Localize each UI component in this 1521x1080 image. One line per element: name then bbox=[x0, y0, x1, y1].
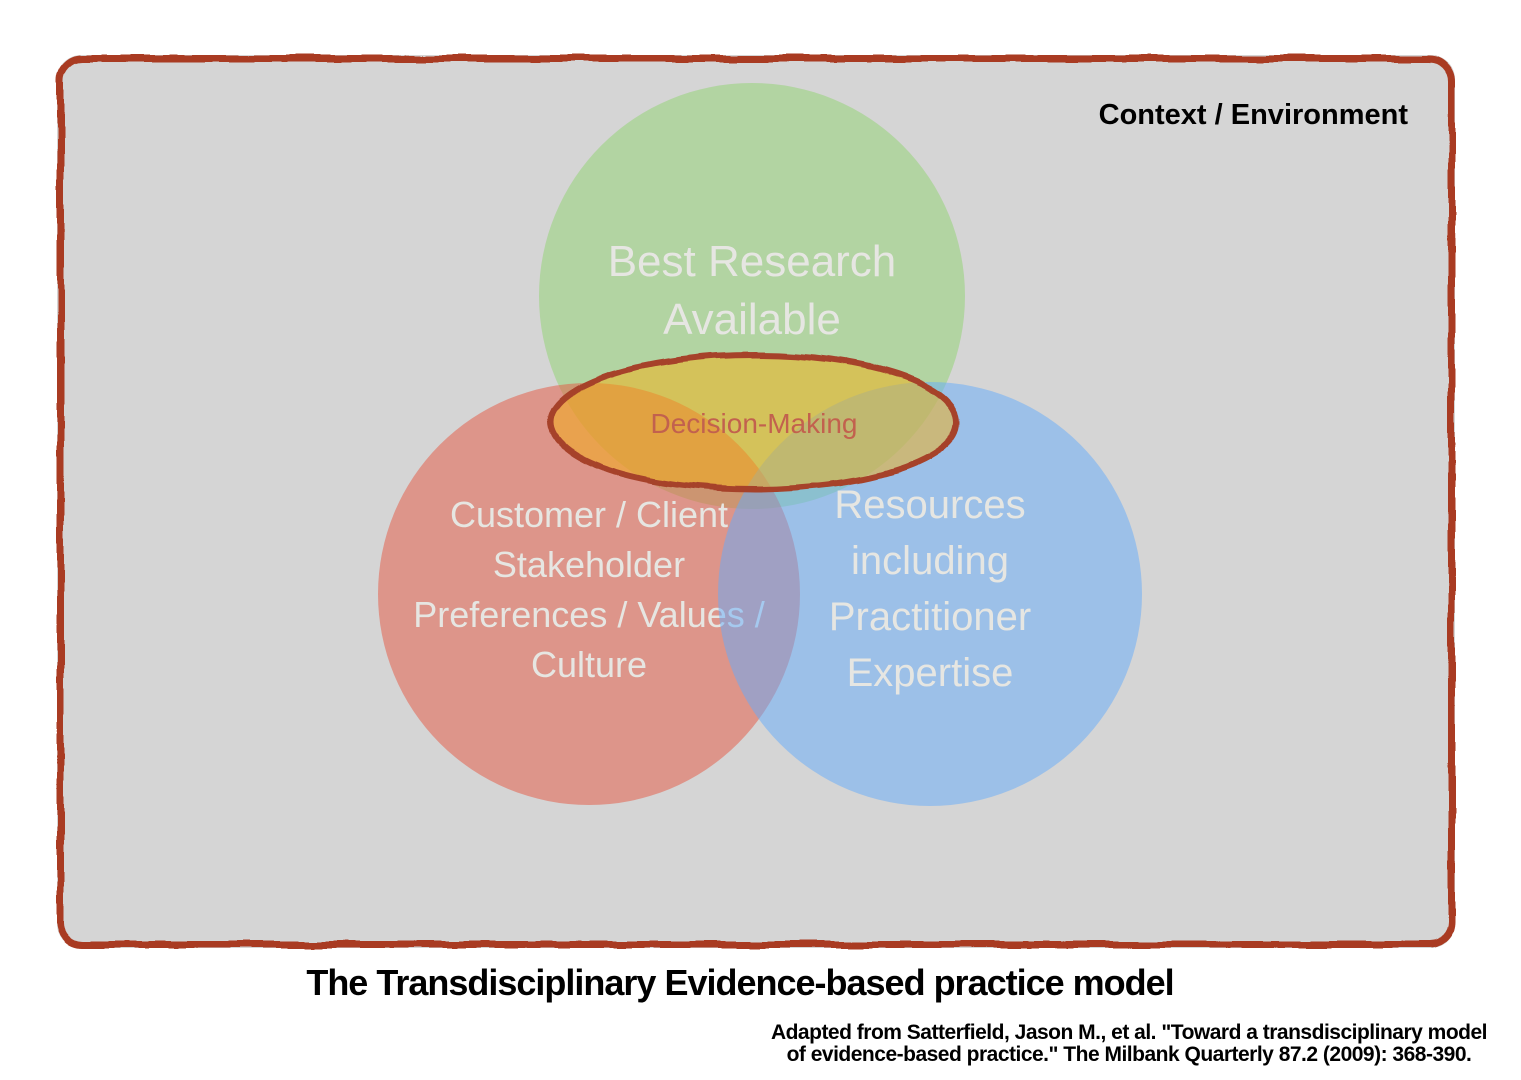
best-research-label: Best Research Available bbox=[539, 233, 965, 349]
best-research-label-line: Best Research bbox=[607, 237, 897, 286]
context-environment-label: Context / Environment bbox=[1098, 99, 1408, 131]
citation-line-2: of evidence-based practice." The Milbank… bbox=[786, 1043, 1472, 1066]
decision-making-label: Decision-Making bbox=[650, 408, 858, 439]
diagram-title: The Transdisciplinary Evidence-based pra… bbox=[306, 962, 1174, 1003]
resources-label-line: Practitioner bbox=[828, 595, 1032, 639]
citation-line-1: Adapted from Satterfield, Jason M., et a… bbox=[770, 1021, 1488, 1044]
citation: Adapted from Satterfield, Jason M., et a… bbox=[770, 1021, 1488, 1066]
resources-label: Resources including Practitioner Experti… bbox=[718, 477, 1142, 701]
resources-label-line: including bbox=[851, 539, 1009, 583]
resources-label-line: Expertise bbox=[846, 651, 1014, 695]
best-research-label-line: Available bbox=[663, 295, 841, 344]
